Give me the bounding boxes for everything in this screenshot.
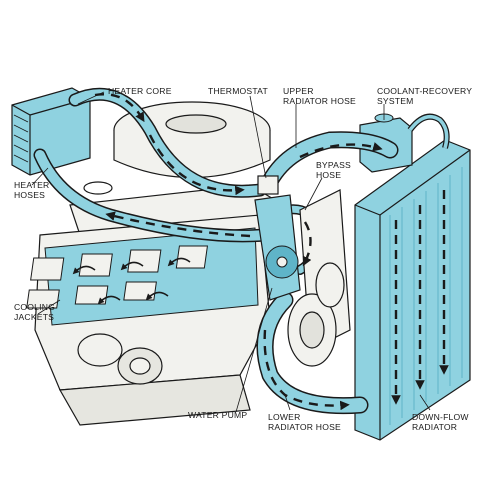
label-upper-radiator-hose-2: RADIATOR HOSE [283,96,356,106]
label-heater-core: HEATER CORE [108,86,172,96]
water-pump [254,194,301,301]
thermostat [257,175,279,195]
label-down-flow-radiator-2: RADIATOR [412,422,458,432]
label-thermostat: THERMOSTAT [208,86,268,96]
down-flow-radiator [354,139,471,441]
cooling-jackets [26,227,259,326]
label-coolant-recovery-1: COOLANT-RECOVERY [377,86,473,96]
label-bypass-hose-2: HOSE [316,170,342,180]
label-heater-hoses-2: HOSES [14,190,46,200]
label-upper-radiator-hose-1: UPPER [283,86,314,96]
label-down-flow-radiator-1: DOWN-FLOW [412,412,469,422]
flow-arrows [94,93,383,411]
label-cooling-jackets-1: COOLING [14,302,56,312]
label-heater-hoses-1: HEATER [14,180,50,190]
label-coolant-recovery-2: SYSTEM [377,96,414,106]
heater-core [11,87,91,176]
label-water-pump: WATER PUMP [188,410,248,420]
label-lower-radiator-hose-1: LOWER [268,412,301,422]
label-lower-radiator-hose-2: RADIATOR HOSE [268,422,341,432]
label-cooling-jackets-2: JACKETS [14,312,55,322]
leader-lines [31,91,431,413]
fan-pulley [287,189,351,367]
label-bypass-hose-1: BYPASS [316,160,351,170]
